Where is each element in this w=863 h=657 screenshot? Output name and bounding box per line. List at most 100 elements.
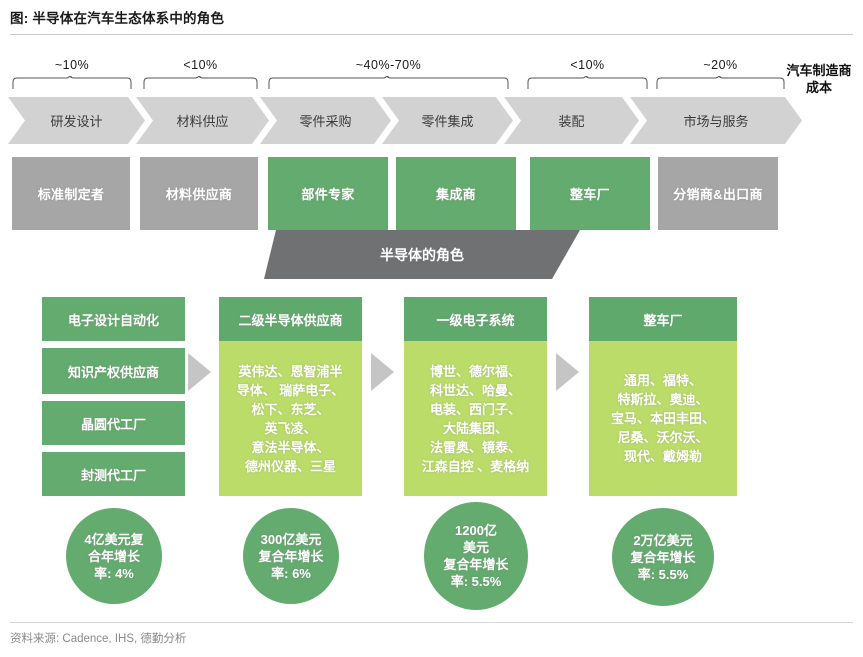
metric-circle-2-line-2: 复合年增长 [258,548,324,564]
column-3-line-4: 大陆集团、 [442,420,508,436]
actor-box-standards-setter[interactable]: 标准制定者 [12,157,130,230]
bracket-label-4: <10% [570,58,605,72]
column-2-body-text: 英伟达、恩智浦半 导体、 瑞萨电子、 松下、东芝、 英飞凌、 意法半导体、 德州… [237,362,345,476]
column-4-line-1: 通用、福特、 [623,373,702,388]
bracket-label-5: ~20% [703,58,738,72]
stack-box-wafer-foundry[interactable]: 晶圆代工厂 [42,401,185,445]
metric-circle-4-text: 2万亿美元 复合年增长 率: 5.5% [630,532,695,583]
actor-box-component-specialist[interactable]: 部件专家 [268,157,388,230]
stack-box-ip-supplier-label: 知识产权供应商 [67,364,159,380]
source-note: 资料来源: Cadence, IHS, 德勤分析 [10,633,187,645]
column-2-header[interactable]: 二级半导体供应商 [219,297,362,341]
chevron-stage-6-label: 市场与服务 [683,114,749,129]
column-4-header[interactable]: 整车厂 [589,297,737,341]
stack-box-eda-label: 电子设计自动化 [67,312,159,328]
metric-circle-3-line-2: 美元 [462,540,489,555]
chevron-stage-4[interactable]: 零件集成 [382,97,513,144]
column-3-header[interactable]: 一级电子系统 [404,297,547,341]
metric-circle-1-line-1: 4亿美元复 [84,531,144,547]
bracket-icon-2 [143,76,258,89]
chevron-stage-1-label: 研发设计 [50,114,103,129]
chevron-stage-3-label: 零件采购 [299,114,352,129]
metric-circle-1: 4亿美元复 合年增长 率: 4% [66,508,162,604]
chevron-stage-5-label: 装配 [558,114,585,129]
actor-box-1-label: 标准制定者 [37,187,105,202]
metric-circle-1-line-3: 率: 4% [94,565,134,581]
column-3-body: 博世、德尔福、 科世达、哈曼、 电装、西门子、 大陆集团、 法雷奥、镜泰、 江森… [404,341,547,496]
stack-box-osat-foundry[interactable]: 封测代工厂 [42,452,185,496]
metric-circle-3-line-3: 复合年增长 [443,557,509,572]
arrow-connector-3-icon [556,353,579,391]
footer-divider [10,622,853,623]
chevron-stage-5[interactable]: 装配 [504,97,639,144]
actor-box-3-label: 部件专家 [301,187,355,202]
metric-circle-4-line-2: 复合年增长 [630,549,696,565]
metric-circle-2-text: 300亿美元 复合年增长 率: 6% [258,531,323,582]
metric-circle-2: 300亿美元 复合年增长 率: 6% [243,508,339,604]
metric-circle-4-line-3: 率: 5.5% [637,566,689,582]
column-3-line-5: 法雷奥、镜泰、 [429,439,521,455]
chevron-stage-2-label: 材料供应 [176,114,229,129]
column-3-line-3: 电装、西门子、 [429,401,521,417]
column-4-body-text: 通用、福特、 特斯拉、奥迪、 宝马、本田丰田、 尼桑、沃尔沃、 现代、戴姆勒 [611,371,715,466]
actor-box-distributor-exporter[interactable]: 分销商&出口商 [658,157,778,230]
semiconductor-role-label: 半导体的角色 [380,246,464,263]
cost-label: 汽车制造商 成本 [776,62,862,96]
bracket-icon-5 [656,76,785,89]
column-2-line-1: 英伟达、恩智浦半 [238,363,343,379]
bracket-label-3: ~40%-70% [355,58,422,72]
stack-box-osat-foundry-label: 封测代工厂 [80,467,146,483]
bracket-icon-3 [268,76,509,89]
chevron-stage-3[interactable]: 零件采购 [260,97,391,144]
chevron-stage-6[interactable]: 市场与服务 [630,97,802,144]
column-4-line-4: 尼桑、沃尔沃、 [617,430,709,445]
column-3-body-text: 博世、德尔福、 科世达、哈曼、 电装、西门子、 大陆集团、 法雷奥、镜泰、 江森… [422,362,530,476]
metric-circle-3-line-4: 率: 5.5% [450,574,502,589]
metric-circle-3: 1200亿 美元 复合年增长 率: 5.5% [424,502,528,610]
chevron-stage-1[interactable]: 研发设计 [8,97,145,144]
column-4-line-3: 宝马、本田丰田、 [610,411,715,426]
stack-box-wafer-foundry-label: 晶圆代工厂 [80,416,146,432]
column-3-line-1: 博世、德尔福、 [429,363,521,379]
column-2-line-2: 导体、 瑞萨电子、 [236,382,345,398]
bracket-icon-1 [12,76,132,89]
column-3-line-2: 科世达、哈曼、 [429,382,521,398]
arrow-connector-2-icon [371,353,394,391]
column-2-header-label: 二级半导体供应商 [238,312,343,328]
stack-box-eda[interactable]: 电子设计自动化 [42,297,185,341]
actor-box-5-label: 整车厂 [570,187,610,202]
actor-box-6-label: 分销商&出口商 [673,187,763,202]
semiconductor-role-banner: 半导体的角色 [264,230,580,279]
bracket-label-2: <10% [183,58,218,72]
column-2-line-6: 德州仪器、三星 [244,458,336,474]
chevron-stage-2[interactable]: 材料供应 [136,97,269,144]
column-3-line-6: 江森自控 、麦格纳 [421,458,530,474]
metric-circle-3-line-1: 1200亿 [455,523,497,538]
column-2-line-3: 松下、东芝、 [251,401,330,417]
column-3-header-label: 一级电子系统 [436,312,515,328]
actor-box-2-label: 材料供应商 [165,187,233,202]
actor-box-material-supplier[interactable]: 材料供应商 [140,157,258,230]
arrow-connector-1-icon [188,353,211,391]
column-4-header-label: 整车厂 [643,312,683,328]
metric-circle-1-text: 4亿美元复 合年增长 率: 4% [84,531,143,582]
metric-circle-2-line-3: 率: 6% [271,565,311,581]
column-4-line-2: 特斯拉、奥迪、 [617,392,709,407]
stack-box-ip-supplier[interactable]: 知识产权供应商 [42,348,185,394]
column-4-line-5: 现代、戴姆勒 [623,449,702,464]
actor-box-oem[interactable]: 整车厂 [530,157,650,230]
metric-circle-3-text: 1200亿 美元 复合年增长 率: 5.5% [443,522,508,590]
actor-box-integrator[interactable]: 集成商 [396,157,516,230]
column-4-body: 通用、福特、 特斯拉、奥迪、 宝马、本田丰田、 尼桑、沃尔沃、 现代、戴姆勒 [589,341,737,496]
column-2-line-5: 意法半导体、 [251,439,330,455]
column-2-line-4: 英飞凌、 [264,420,317,436]
title-bar: 图: 半导体在汽车生态体系中的角色 [10,8,853,35]
metric-circle-1-line-2: 合年增长 [87,548,140,564]
cost-label-line2: 成本 [805,80,832,95]
page-title: 图: 半导体在汽车生态体系中的角色 [10,11,225,26]
bracket-label-1: ~10% [54,58,90,72]
metric-circle-4-line-1: 2万亿美元 [633,532,693,548]
bracket-icon-4 [527,76,648,89]
column-2-body: 英伟达、恩智浦半 导体、 瑞萨电子、 松下、东芝、 英飞凌、 意法半导体、 德州… [219,341,362,496]
